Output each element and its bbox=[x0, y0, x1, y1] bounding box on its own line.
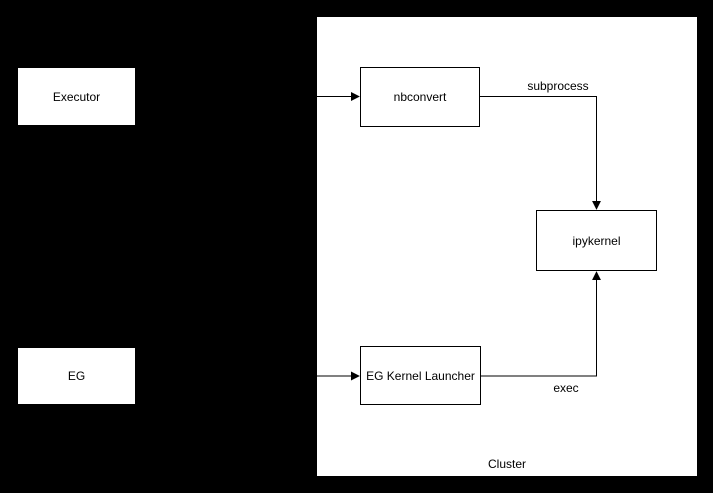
cluster-label: Cluster bbox=[487, 457, 526, 471]
node-executor-label: Executor bbox=[52, 89, 101, 104]
edge-label-subprocess: subprocess bbox=[527, 79, 589, 93]
node-eg-kernel-launcher-label: EG Kernel Launcher bbox=[366, 368, 475, 383]
node-eg-label: EG bbox=[67, 369, 86, 383]
node-eg: EG bbox=[17, 347, 136, 405]
node-eg-kernel-launcher: EG Kernel Launcher bbox=[360, 346, 481, 405]
node-nbconvert: nbconvert bbox=[360, 67, 480, 127]
edge-label-exec: exec bbox=[553, 381, 579, 395]
node-ipykernel: ipykernel bbox=[536, 210, 657, 271]
node-ipykernel-label: ipykernel bbox=[572, 233, 621, 248]
node-nbconvert-label: nbconvert bbox=[393, 90, 447, 104]
node-executor: Executor bbox=[17, 67, 136, 126]
